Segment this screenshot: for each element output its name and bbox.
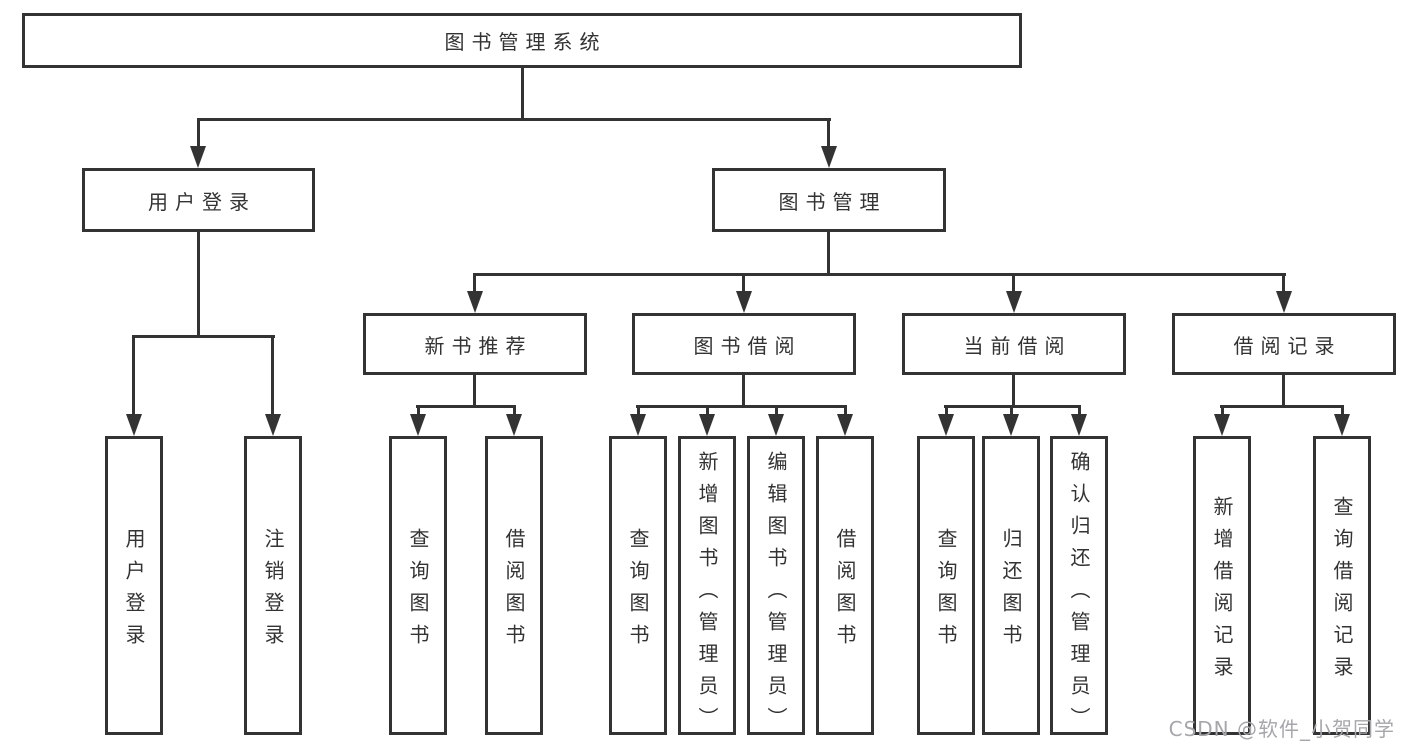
node-borrowing-records: 借阅记录 [1172,313,1396,375]
connector-level2-bar [473,273,1286,276]
leaf-borrow-books-borrowing: 借阅图书 [816,436,874,735]
connector-user-login-stem [197,232,200,337]
arrow-down-icon [506,414,522,436]
arrow-down-icon [736,291,752,313]
connector-leaf-drop [637,405,640,417]
node-book-borrowing: 图书借阅 [632,313,856,375]
arrow-down-icon [938,414,954,436]
connector-leaf-drop [513,405,516,417]
arrow-down-icon [467,291,483,313]
connector-leaf-drop [1341,405,1344,417]
connector-user-login-bar [132,335,275,338]
connector-leaf-drop [945,405,948,417]
connector-level2-drop [1012,273,1015,291]
arrow-down-icon [699,414,715,436]
arrow-down-icon [1003,414,1019,436]
arrow-down-icon [1214,414,1230,436]
leaf-edit-books-admin: 编辑图书（管理员） [747,436,805,739]
connector-leaf-drop [1078,405,1081,417]
node-new-book-recommendation: 新书推荐 [363,313,587,375]
connector-book-mgmt-stem [827,232,830,275]
connector-level3-stem [742,375,745,407]
leaf-confirm-return-admin: 确认归还（管理员） [1050,436,1108,739]
leaf-query-books-borrowing: 查询图书 [609,436,667,735]
leaf-borrow-books-recommend: 借阅图书 [485,436,543,735]
leaf-query-books-recommend: 查询图书 [389,436,447,735]
arrow-down-icon [837,414,853,436]
connector-user-login-drop [271,335,274,415]
node-book-management: 图书管理 [712,168,946,232]
connector-level2-drop [742,273,745,291]
leaf-add-books-admin: 新增图书（管理员） [678,436,736,739]
arrow-down-icon [265,414,281,436]
connector-leaf-drop [706,405,709,417]
arrow-down-icon [1276,291,1292,313]
leaf-add-borrow-record: 新增借阅记录 [1193,436,1251,735]
connector-level2-drop [1282,273,1285,291]
connector-level3-stem [1012,375,1015,407]
leaf-query-borrow-record: 查询借阅记录 [1313,436,1371,735]
arrow-down-icon [821,146,837,168]
leaf-user-login: 用户登录 [105,436,163,735]
arrow-down-icon [1334,414,1350,436]
node-user-login: 用户登录 [82,168,315,232]
connector-group-bar-borrowing [636,405,847,408]
connector-root-stem [521,68,524,120]
arrow-down-icon [1006,291,1022,313]
leaf-logout: 注销登录 [244,436,302,735]
node-root: 图书管理系统 [22,13,1022,68]
arrow-down-icon [190,146,206,168]
node-current-borrowing: 当前借阅 [902,313,1126,375]
connector-leaf-drop [1010,405,1013,417]
arrow-down-icon [630,414,646,436]
connector-leaf-drop [1221,405,1224,417]
connector-level1-drop-left [197,118,200,148]
watermark: CSDN @软件_小贺同学 [1168,717,1395,741]
arrow-down-icon [768,414,784,436]
connector-level1-drop-right [827,118,830,148]
leaf-query-books-current: 查询图书 [917,436,975,735]
connector-level1-bar [197,118,831,121]
connector-leaf-drop [417,405,420,417]
connector-group-bar-recommend [416,405,516,408]
arrow-down-icon [126,414,142,436]
connector-leaf-drop [844,405,847,417]
arrow-down-icon [1071,414,1087,436]
connector-leaf-drop [775,405,778,417]
connector-level2-drop [473,273,476,291]
connector-group-bar-records [1220,405,1344,408]
connector-level3-stem [473,375,476,407]
connector-user-login-drop [132,335,135,415]
arrow-down-icon [410,414,426,436]
leaf-return-books: 归还图书 [982,436,1040,735]
connector-level3-stem [1282,375,1285,407]
